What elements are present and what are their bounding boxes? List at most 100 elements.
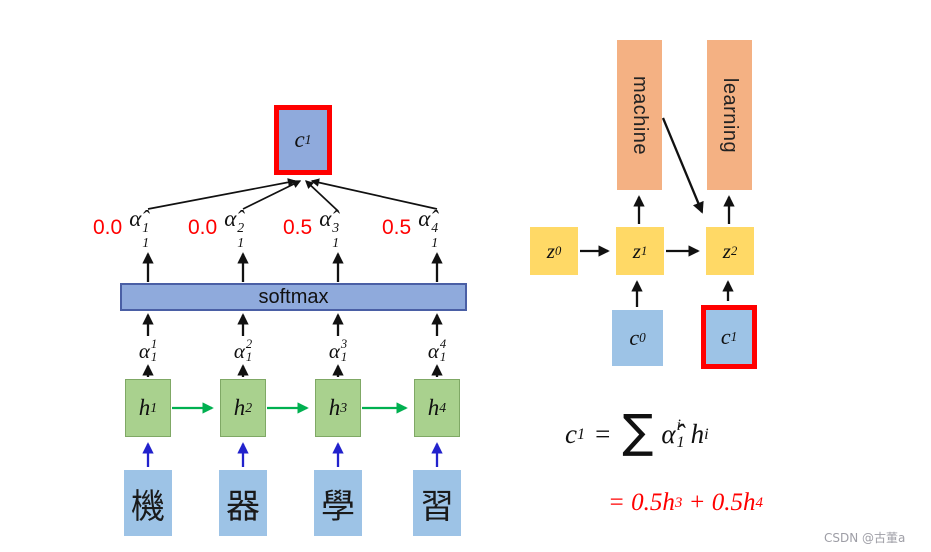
z-sup: 2 (730, 243, 738, 258)
input-token-box-2: 器 (219, 470, 267, 536)
hidden-base: h (138, 395, 151, 420)
red-formula-sup2: 4 (755, 494, 764, 511)
context-vector-base: c (294, 127, 305, 152)
formula-lhs-sup: 1 (576, 424, 586, 443)
hidden-sup: 4 (439, 400, 447, 415)
hidden-base: h (233, 395, 246, 420)
attention-value-2: 0.0 (188, 216, 218, 239)
alpha-sub: 1 (150, 350, 158, 364)
c0-base: c (629, 325, 640, 350)
output-word-box-machine: machine (617, 40, 662, 190)
z-sup: 0 (554, 243, 562, 258)
alpha-hat-base: α̂ (224, 205, 237, 231)
z-base: z (632, 238, 641, 263)
alpha-hat-sub: 1 (431, 234, 439, 250)
z-sup: 1 (640, 243, 648, 258)
c1-base: c (720, 324, 731, 349)
hidden-base: h (427, 395, 440, 420)
red-formula-part2: + 0.5 (682, 489, 743, 516)
alpha-sup: 1 (150, 336, 158, 351)
alpha-base: α (138, 338, 150, 363)
red-formula-h2: h (743, 489, 756, 516)
red-formula-h1: h (662, 489, 675, 516)
alpha-hat-base: α̂ (129, 205, 142, 231)
c0-sup: 0 (639, 330, 646, 345)
attention-value-1: 0.0 (93, 216, 123, 239)
hidden-sup: 2 (245, 400, 253, 415)
output-word-learning: learning (719, 77, 742, 153)
formula-equals: = (595, 418, 611, 449)
alpha-hat-sup: 3 (332, 220, 340, 236)
alpha-sub: 1 (439, 350, 447, 364)
hidden-sup: 3 (340, 400, 348, 415)
hidden-sup: 1 (150, 400, 158, 415)
blue-input-arrows (142, 442, 443, 467)
alpha-base: α (427, 338, 439, 363)
red-formula-part1: = 0.5 (608, 489, 663, 516)
fan-lines-to-context (147, 178, 438, 212)
attention-value-4: 0.5 (382, 216, 412, 239)
output-word-machine: machine (629, 75, 652, 155)
watermark: CSDN @古董a (824, 530, 906, 545)
formula-weight-base: α̂ (661, 418, 676, 449)
alpha-sub: 1 (245, 350, 253, 364)
c1-sup: 1 (730, 329, 738, 344)
alpha-hat-base: α̂ (418, 205, 431, 231)
hidden-base: h (328, 395, 341, 420)
alpha-hat-sup: 1 (142, 220, 150, 236)
input-token-box-4: 習 (413, 470, 461, 536)
alpha-hat-sub: 1 (237, 234, 245, 250)
output-word-box-learning: learning (707, 40, 752, 190)
alpha-base: α (328, 338, 340, 363)
formula-h-base: h (690, 418, 705, 449)
formula-lhs: c (565, 418, 577, 449)
context-vector-sup: 1 (304, 132, 312, 147)
z-base: z (546, 238, 555, 263)
sigma-symbol: ∑ (622, 404, 654, 458)
formula-h-sup: i (704, 424, 709, 443)
attention-value-3: 0.5 (283, 216, 313, 239)
alpha-hat-base: α̂ (319, 205, 332, 231)
alpha-hat-sup: 4 (431, 220, 439, 236)
input-token-box-1: 機 (124, 470, 172, 536)
alpha-hat-sub: 1 (142, 234, 150, 250)
alpha-sup: 4 (439, 336, 447, 351)
formula-weight-sub: 1 (676, 433, 685, 451)
softmax-bar: softmax (120, 283, 467, 311)
formula-weight-sup: i (676, 416, 682, 434)
red-formula-sup1: 3 (674, 494, 683, 511)
input-token-box-3: 學 (314, 470, 362, 536)
softmax-label: softmax (258, 285, 329, 308)
alpha-sup: 2 (245, 336, 253, 351)
alpha-hat-sub: 1 (332, 234, 340, 250)
alpha-sup: 3 (340, 336, 348, 351)
alpha-base: α (233, 338, 245, 363)
alpha-hat-sup: 2 (237, 220, 245, 236)
alpha-sub: 1 (340, 350, 348, 364)
